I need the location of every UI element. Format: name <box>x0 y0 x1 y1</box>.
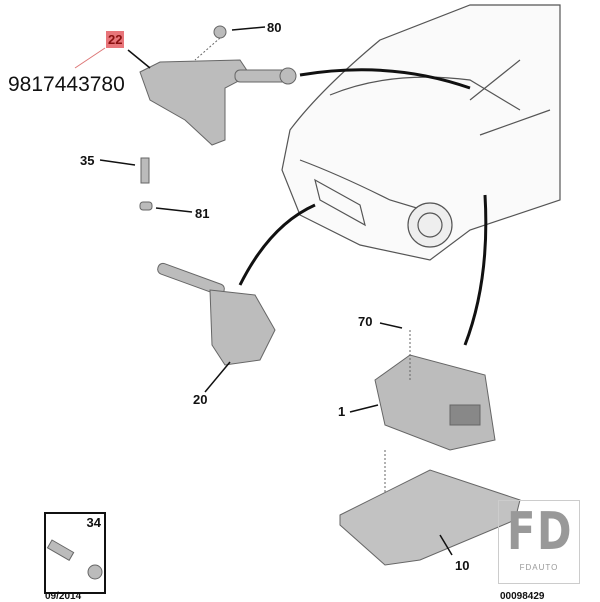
part-number: 9817443780 <box>8 73 125 96</box>
part-10-bracket <box>339 469 521 566</box>
watermark-logo: FD FDAUTO <box>498 500 580 584</box>
connector-lines <box>238 68 488 346</box>
callout-34[interactable]: 34 <box>86 515 101 530</box>
callout-10[interactable]: 10 <box>455 558 470 573</box>
car-illustration <box>281 4 561 261</box>
callout-1[interactable]: 1 <box>338 404 346 419</box>
part-20-height-sensor <box>157 262 276 366</box>
part-80-nut <box>213 25 227 39</box>
part-22-height-sensor <box>139 59 297 146</box>
callout-80[interactable]: 80 <box>267 20 282 35</box>
callout-81[interactable]: 81 <box>195 206 210 221</box>
footer-diagram-id: 00098429 <box>500 591 545 602</box>
part-1-control-unit <box>374 354 496 451</box>
callout-22-highlighted[interactable]: 22 <box>106 31 125 48</box>
watermark-name: FDAUTO <box>519 563 559 572</box>
inset-box-34: 34 <box>44 512 106 594</box>
footer-date: 09/2014 <box>45 591 82 602</box>
callout-70[interactable]: 70 <box>358 314 373 329</box>
callout-35[interactable]: 35 <box>80 153 95 168</box>
watermark-logo-text: FD <box>507 502 574 562</box>
part-35-stud <box>139 157 153 211</box>
part-34-ball-stud <box>46 539 103 580</box>
callout-20[interactable]: 20 <box>193 392 208 407</box>
leader-lines <box>74 26 453 556</box>
